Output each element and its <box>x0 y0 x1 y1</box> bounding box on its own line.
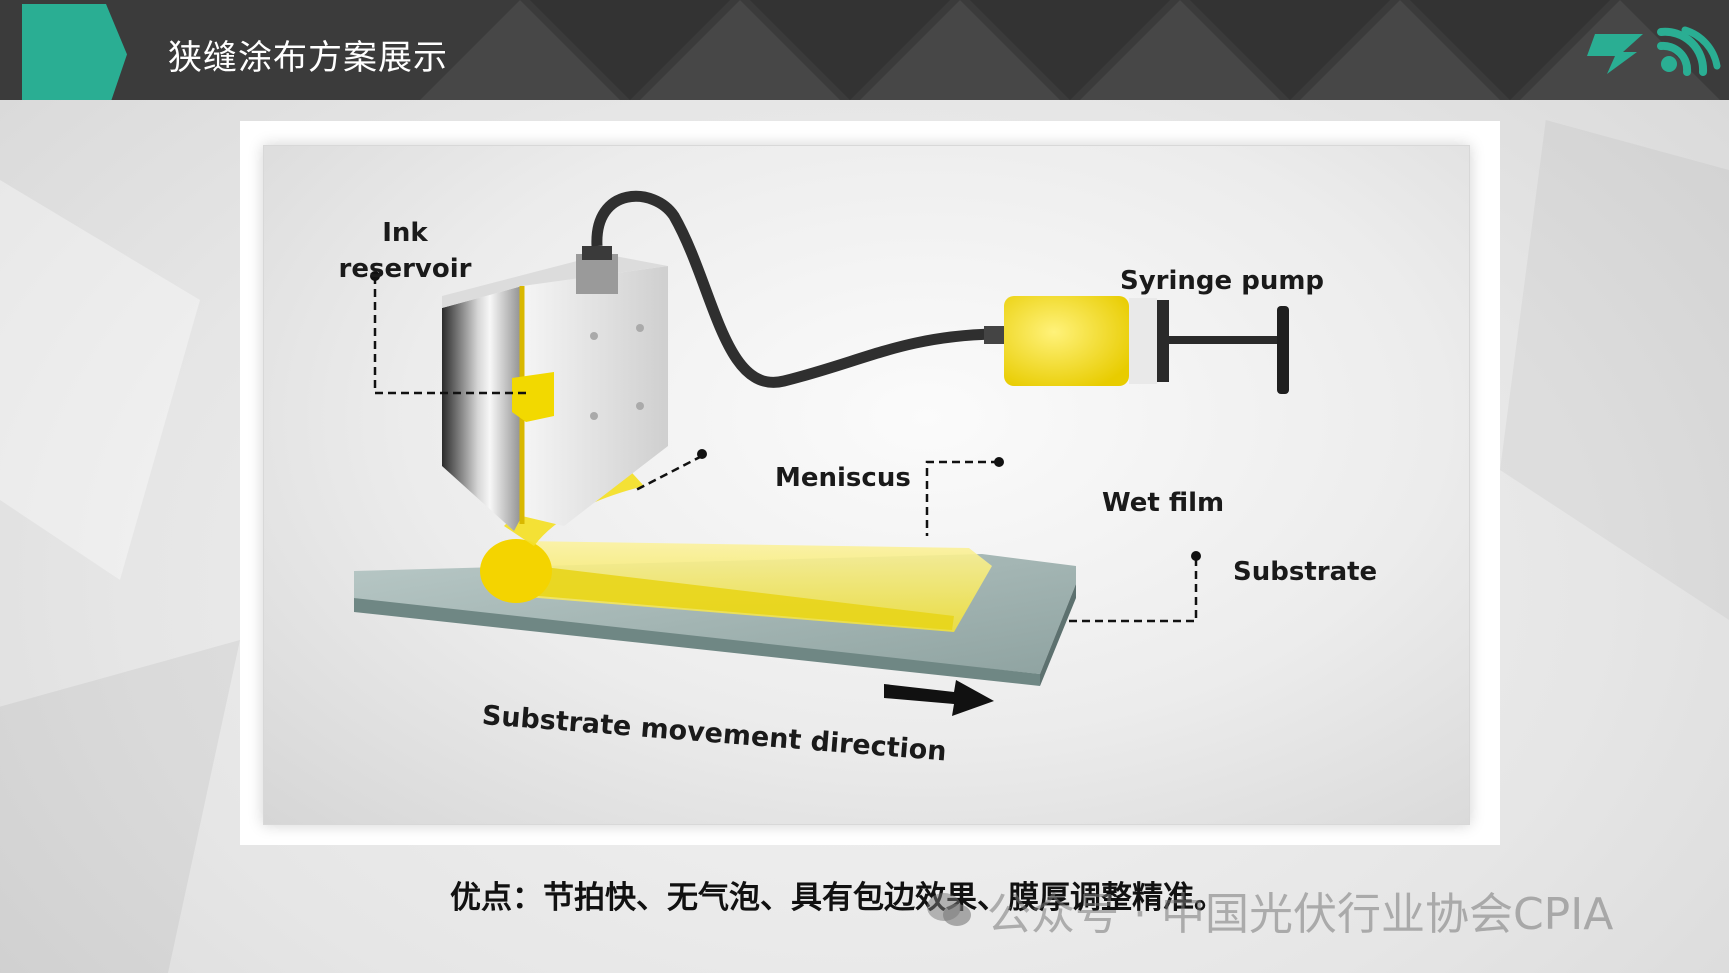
background-facet <box>0 640 240 973</box>
label-wet-film: Wet film <box>1102 488 1225 518</box>
feed-tube <box>591 190 995 388</box>
syringe-barrel <box>1004 296 1129 386</box>
slot-die-right <box>522 266 668 526</box>
slot-die-left <box>442 286 522 531</box>
label-ink-reservoir-line1: Ink <box>382 218 428 248</box>
label-ink-reservoir: Ink reservoir <box>330 215 480 287</box>
label-substrate: Substrate <box>1233 557 1378 587</box>
lightning-bolt-icon <box>1587 34 1643 74</box>
ink-reservoir-cavity <box>512 372 554 422</box>
background-facet <box>1500 120 1729 620</box>
background-facet <box>0 180 200 580</box>
header-accent-badge <box>22 4 127 100</box>
slide-header: 狭缝涂布方案展示 <box>0 0 1729 100</box>
label-syringe-pump: Syringe pump <box>1120 266 1325 296</box>
advantages-caption: 优点：节拍快、无气泡、具有包边效果、膜厚调整精准。 <box>450 880 1225 916</box>
slot-die-diagram <box>263 145 1470 825</box>
watermark: 公众号 · 中国光伏行业协会CPIA <box>925 878 1613 942</box>
label-ink-reservoir-line2: reservoir <box>338 254 472 284</box>
watermark-text: 公众号 · 中国光伏行业协会CPIA <box>987 889 1614 940</box>
direction-arrow <box>884 680 994 716</box>
rss-feed-icon <box>1657 26 1721 76</box>
slide-title: 狭缝涂布方案展示 <box>168 38 448 78</box>
wechat-icon <box>927 893 971 926</box>
meniscus-bead <box>480 539 552 603</box>
label-meniscus: Meniscus <box>775 463 911 493</box>
diagram-illustration <box>354 190 1289 716</box>
